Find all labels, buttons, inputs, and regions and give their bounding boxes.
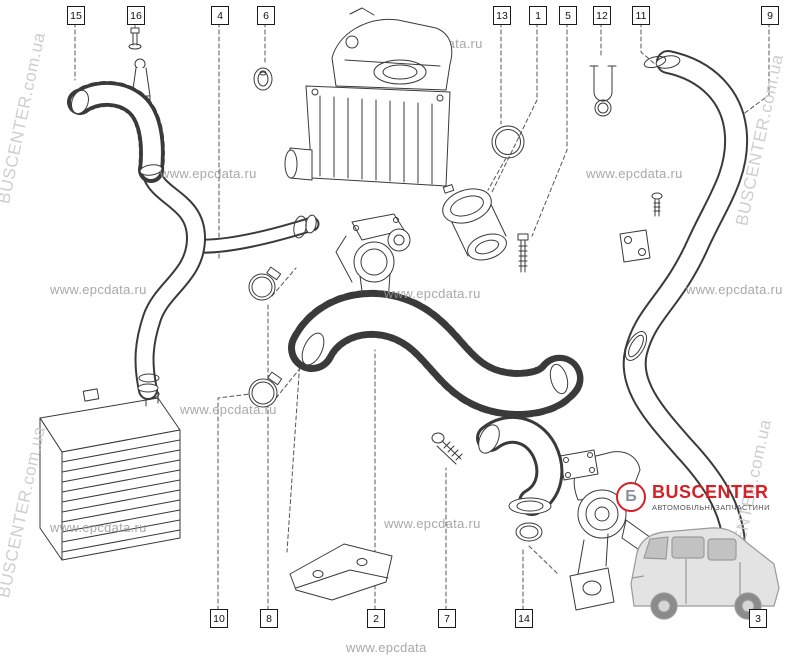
callout-8[interactable]: 8 <box>260 609 278 628</box>
callout-16[interactable]: 16 <box>127 6 145 25</box>
callout-3[interactable]: 3 <box>749 609 767 628</box>
clamp-lower-drawing <box>248 371 283 408</box>
engine-assembly-drawing <box>284 7 453 307</box>
callout-9[interactable]: 9 <box>761 6 779 25</box>
screw-right-drawing <box>651 192 663 217</box>
vendor-logo: Б BUSCENTER АВТОМОБІЛЬНІ ЗАПЧАСТИНИ <box>616 482 800 633</box>
callout-14[interactable]: 14 <box>515 609 533 628</box>
callout-5[interactable]: 5 <box>559 6 577 25</box>
callout-7[interactable]: 7 <box>438 609 456 628</box>
callout-11[interactable]: 11 <box>632 6 650 25</box>
o-ring-13-drawing <box>491 125 525 159</box>
callout-1[interactable]: 1 <box>529 6 547 25</box>
callout-13[interactable]: 13 <box>493 6 511 25</box>
callout-2[interactable]: 2 <box>367 609 385 628</box>
hose-2-drawing <box>288 289 584 418</box>
hose-upper-drawing <box>188 214 320 254</box>
bolt-5-drawing <box>517 233 529 273</box>
screw-16-drawing <box>128 27 142 50</box>
buscenter-emblem-icon: Б <box>616 482 646 512</box>
hose-left-drawing <box>134 162 206 400</box>
u-clamp-12-drawing <box>589 65 617 117</box>
air-duct-drawing <box>442 184 507 261</box>
bolt-7-drawing <box>431 432 463 465</box>
outlet-elbow-drawing <box>476 416 564 542</box>
logo-tagline: АВТОМОБІЛЬНІ ЗАПЧАСТИНИ <box>652 502 770 512</box>
callout-15[interactable]: 15 <box>67 6 85 25</box>
grommet-6-drawing <box>253 67 273 91</box>
van-illustration <box>630 527 780 620</box>
logo-name: BUSCENTER <box>652 481 769 502</box>
callout-12[interactable]: 12 <box>593 6 611 25</box>
hose-15-drawing <box>67 80 165 183</box>
intercooler-drawing <box>39 388 181 561</box>
bracket-drawing <box>289 543 393 601</box>
callout-6[interactable]: 6 <box>257 6 275 25</box>
bracket-right-drawing <box>619 229 651 263</box>
callout-4[interactable]: 4 <box>211 6 229 25</box>
leader-lines <box>74 22 770 611</box>
callout-10[interactable]: 10 <box>210 609 228 628</box>
clamp-upper-drawing <box>248 266 282 301</box>
